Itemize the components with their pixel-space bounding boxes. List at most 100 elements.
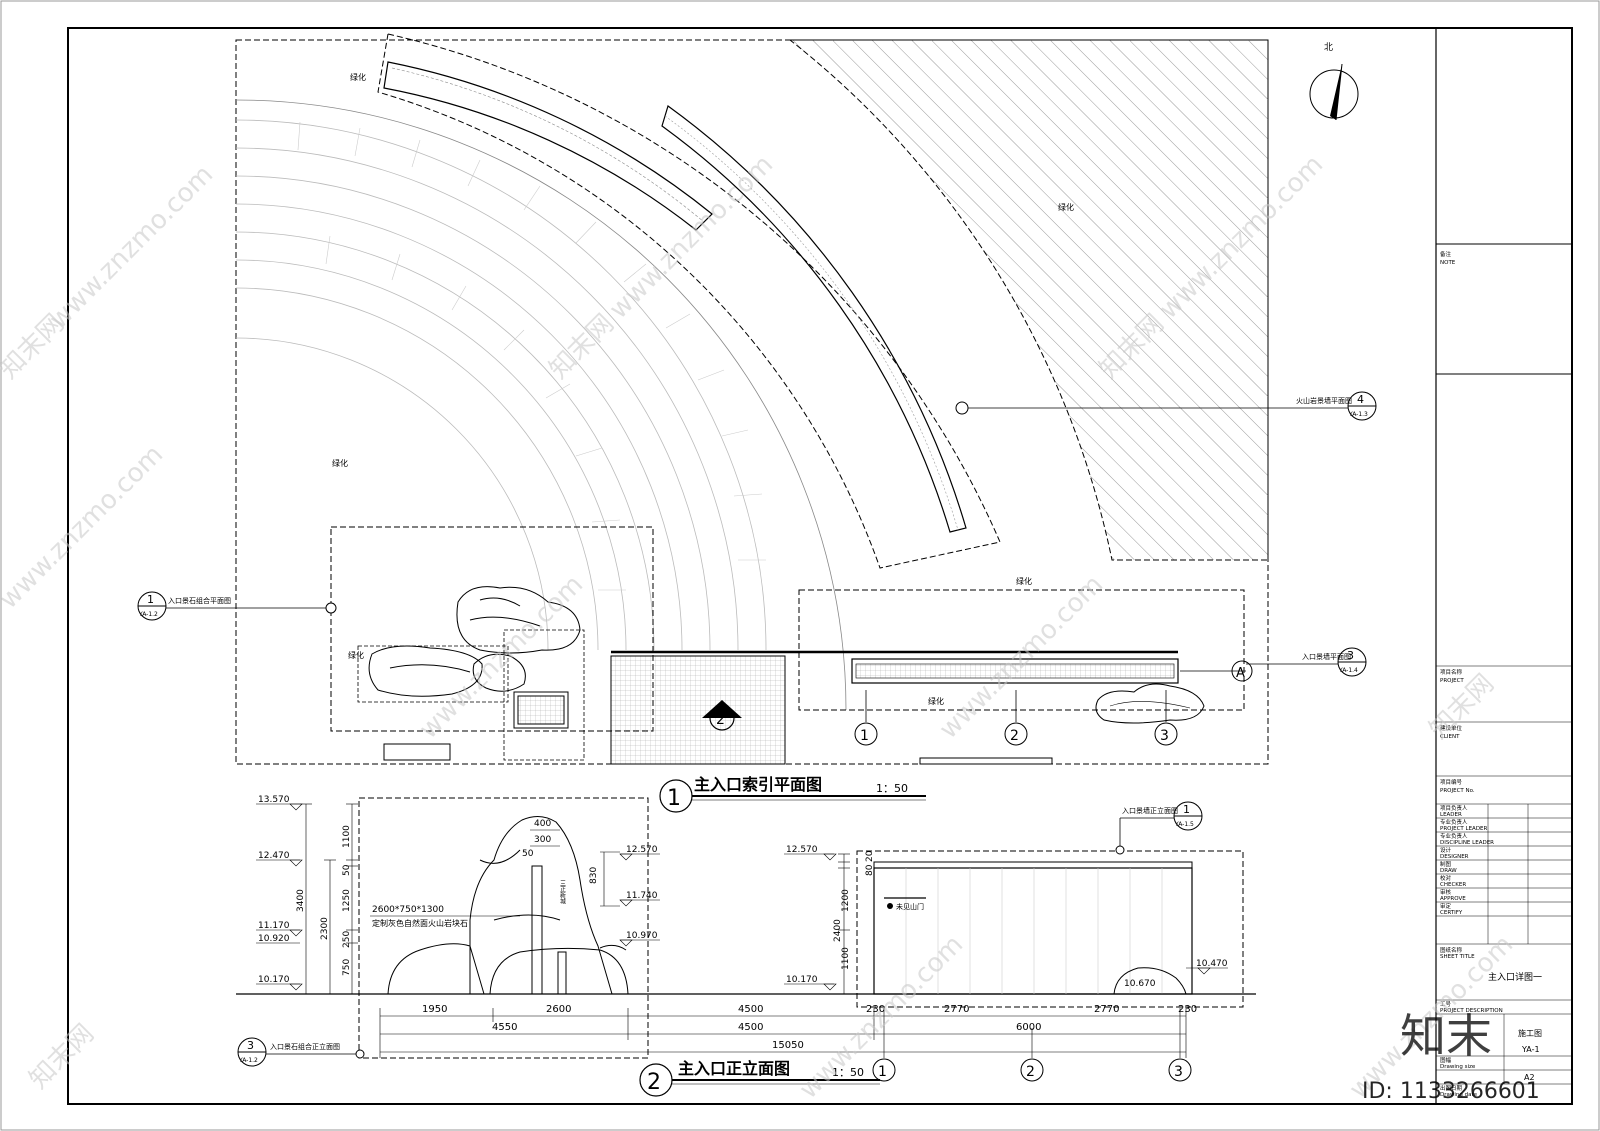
callout-3: 3 YA-1.4 入口景墙平面图 bbox=[1246, 647, 1367, 677]
svg-text:DRAW: DRAW bbox=[1440, 868, 1457, 874]
svg-text:SHEET TITLE: SHEET TITLE bbox=[1440, 954, 1475, 960]
svg-text:230: 230 bbox=[1178, 1004, 1197, 1015]
logo-watermark: 知末 bbox=[1400, 1009, 1492, 1063]
svg-text:3: 3 bbox=[247, 1039, 254, 1052]
svg-text:10.470: 10.470 bbox=[1196, 959, 1228, 969]
callout-rock-elevation: 3 YA-1.2 入口景石组合正立面图 bbox=[237, 1037, 365, 1067]
svg-text:PROJECT LEADER: PROJECT LEADER bbox=[1440, 826, 1488, 832]
stone-size-note: 2600*750*1300 bbox=[372, 905, 444, 915]
svg-text:1: 1 bbox=[878, 1064, 887, 1080]
svg-text:12.570: 12.570 bbox=[626, 845, 658, 855]
greenery-label: 绿化 bbox=[332, 458, 348, 468]
svg-text:10.170: 10.170 bbox=[258, 975, 290, 985]
wall-horizontal-dims: 230 2770 2770 230 bbox=[866, 1004, 1197, 1015]
svg-text:10.170: 10.170 bbox=[786, 975, 818, 985]
svg-text:www.znzmo.com: www.znzmo.com bbox=[44, 160, 219, 335]
sign-post bbox=[531, 865, 543, 995]
svg-text:NOTE: NOTE bbox=[1440, 260, 1456, 266]
svg-text:入口景石组合正立面图: 入口景石组合正立面图 bbox=[270, 1042, 340, 1051]
rock-plan bbox=[1095, 683, 1205, 724]
svg-text:YA-1.5: YA-1.5 bbox=[1174, 821, 1194, 828]
svg-text:10.670: 10.670 bbox=[1124, 979, 1156, 989]
paving-rings bbox=[235, 99, 847, 711]
svg-text:审核: 审核 bbox=[1440, 888, 1452, 896]
svg-text:10.970: 10.970 bbox=[626, 931, 658, 941]
svg-text:APPROVE: APPROVE bbox=[1440, 896, 1466, 902]
svg-text:250: 250 bbox=[342, 931, 352, 948]
svg-text:知末网: 知末网 bbox=[544, 309, 620, 385]
svg-text:2: 2 bbox=[647, 1070, 661, 1095]
greenery-label: 绿化 bbox=[1058, 202, 1074, 212]
svg-text:YA-1.2: YA-1.2 bbox=[238, 1057, 258, 1064]
svg-text:YA-1.2: YA-1.2 bbox=[138, 611, 158, 618]
stone-material-note: 定制灰色自然面火山岩块石 bbox=[372, 918, 468, 928]
svg-text:制图: 制图 bbox=[1440, 860, 1452, 868]
svg-text:备注: 备注 bbox=[1440, 250, 1452, 258]
elevation-rock-view: 13.570 12.470 11.170 10.920 10.170 bbox=[236, 795, 1256, 1097]
svg-text:PROJECT No.: PROJECT No. bbox=[1440, 788, 1475, 794]
drawing-frame bbox=[67, 27, 1573, 1105]
svg-text:入口景墙正立面图: 入口景墙正立面图 bbox=[1122, 806, 1178, 815]
svg-text:北: 北 bbox=[1324, 42, 1333, 53]
greenery-label: 绿化 bbox=[1016, 576, 1032, 586]
svg-text:专业负责人: 专业负责人 bbox=[1440, 818, 1468, 826]
stone-top-dimensions: 400 300 50 830 bbox=[522, 819, 620, 907]
svg-text:830: 830 bbox=[589, 867, 599, 884]
svg-text:50: 50 bbox=[522, 849, 534, 859]
svg-text:300: 300 bbox=[534, 835, 551, 845]
svg-text:DISCIPLINE LEADER: DISCIPLINE LEADER bbox=[1440, 840, 1494, 846]
elevation-title-block: 2 主入口正立面图 1：50 bbox=[639, 1059, 880, 1097]
svg-text:2300: 2300 bbox=[320, 917, 330, 940]
svg-text:4550: 4550 bbox=[492, 1022, 517, 1033]
svg-text:YA-1.3: YA-1.3 bbox=[1348, 411, 1368, 418]
plan-grid-markers: 1 2 3 bbox=[854, 690, 1178, 746]
svg-text:4500: 4500 bbox=[738, 1004, 763, 1015]
svg-text:3: 3 bbox=[1160, 728, 1169, 744]
svg-text:LEADER: LEADER bbox=[1440, 812, 1462, 818]
wall-elevation-box bbox=[856, 850, 1244, 1008]
svg-text:入口景墙平面图: 入口景墙平面图 bbox=[1302, 652, 1351, 661]
curved-wall-envelope bbox=[377, 33, 1001, 569]
landscape-rocks bbox=[368, 586, 581, 729]
svg-text:4: 4 bbox=[1357, 393, 1364, 406]
svg-text:1100: 1100 bbox=[342, 825, 352, 848]
svg-text:Drawing size: Drawing size bbox=[1440, 1064, 1476, 1070]
greenery-label: 绿化 bbox=[350, 72, 366, 82]
plan-view: 绿化 绿化 绿化 绿化 绿化 绿化 2 bbox=[137, 33, 1377, 813]
rock-group-box bbox=[330, 526, 654, 732]
svg-text:专业负责人: 专业负责人 bbox=[1440, 832, 1468, 840]
rock-elevation bbox=[387, 816, 629, 995]
svg-text:400: 400 bbox=[534, 819, 551, 829]
svg-text:4500: 4500 bbox=[738, 1022, 763, 1033]
svg-text:火山岩景墙平面图: 火山岩景墙平面图 bbox=[1296, 396, 1352, 405]
greenery-label: 绿化 bbox=[348, 650, 364, 660]
horizontal-dimension-lines bbox=[379, 1008, 1187, 1058]
svg-text:2: 2 bbox=[1010, 728, 1019, 744]
svg-text:1200: 1200 bbox=[841, 889, 851, 912]
svg-text:项目负责人: 项目负责人 bbox=[1440, 804, 1468, 812]
svg-text:项目名称: 项目名称 bbox=[1440, 668, 1463, 676]
curved-wall-upper bbox=[383, 61, 713, 231]
hatched-green-area bbox=[788, 39, 1269, 561]
svg-text:CHECKER: CHECKER bbox=[1440, 882, 1466, 888]
id-watermark: ID: 1133266601 bbox=[1362, 1079, 1540, 1104]
paving-joints bbox=[297, 121, 766, 591]
svg-text:DESIGNER: DESIGNER bbox=[1440, 854, 1469, 860]
watermark-layer: 知末网 www.znzmo.com www.znzmo.com 知末网 www.… bbox=[0, 150, 1540, 1105]
svg-text:1950: 1950 bbox=[422, 1004, 447, 1015]
svg-text:项目编号: 项目编号 bbox=[1440, 778, 1463, 786]
vertical-dimensions-left bbox=[300, 803, 358, 995]
entry-arrow bbox=[702, 700, 742, 718]
wall-vertical-dims: 20 80 1200 2400 1100 bbox=[833, 850, 875, 970]
svg-text:13.570: 13.570 bbox=[258, 795, 290, 805]
svg-text:1: 1 bbox=[1183, 803, 1190, 816]
svg-text:3400: 3400 bbox=[296, 889, 306, 912]
svg-text:15050: 15050 bbox=[772, 1040, 804, 1051]
svg-text:www.znzmo.com: www.znzmo.com bbox=[604, 150, 779, 325]
greenery-label: 绿化 bbox=[928, 696, 944, 706]
svg-text:1: 1 bbox=[860, 728, 869, 744]
svg-text:www.znzmo.com: www.znzmo.com bbox=[0, 440, 169, 615]
rock-elevation-box bbox=[358, 797, 649, 1059]
svg-text:图纸名称: 图纸名称 bbox=[1440, 946, 1463, 954]
